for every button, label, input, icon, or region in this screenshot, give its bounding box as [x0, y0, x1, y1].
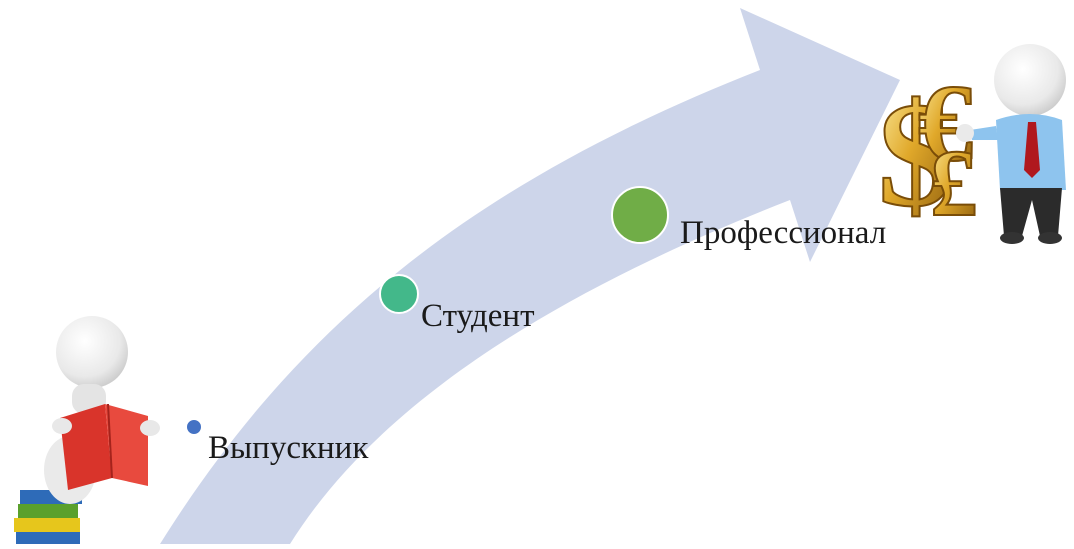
- book-stack-yellow: [14, 518, 80, 532]
- book-red: [60, 404, 112, 490]
- stage-dot-graduate: [185, 418, 203, 436]
- student-reading-figure: [14, 316, 160, 544]
- growth-arrow: [160, 8, 900, 544]
- pants: [1000, 188, 1062, 236]
- stage-dot-professional: [611, 186, 669, 244]
- head: [994, 44, 1066, 116]
- stage-dot-student: [379, 274, 419, 314]
- stage-label-graduate: Выпускник: [208, 430, 369, 466]
- head: [56, 316, 128, 388]
- book-stack-green: [18, 504, 78, 518]
- pound-icon: £: [930, 130, 978, 236]
- euro-icon: €: [918, 62, 973, 184]
- stage-label-professional: Профессионал: [680, 215, 887, 251]
- tie: [1024, 122, 1040, 178]
- dollar-icon: $: [878, 72, 953, 238]
- professional-figure: $ € £: [877, 44, 1066, 244]
- stage-label-student: Студент: [421, 298, 535, 334]
